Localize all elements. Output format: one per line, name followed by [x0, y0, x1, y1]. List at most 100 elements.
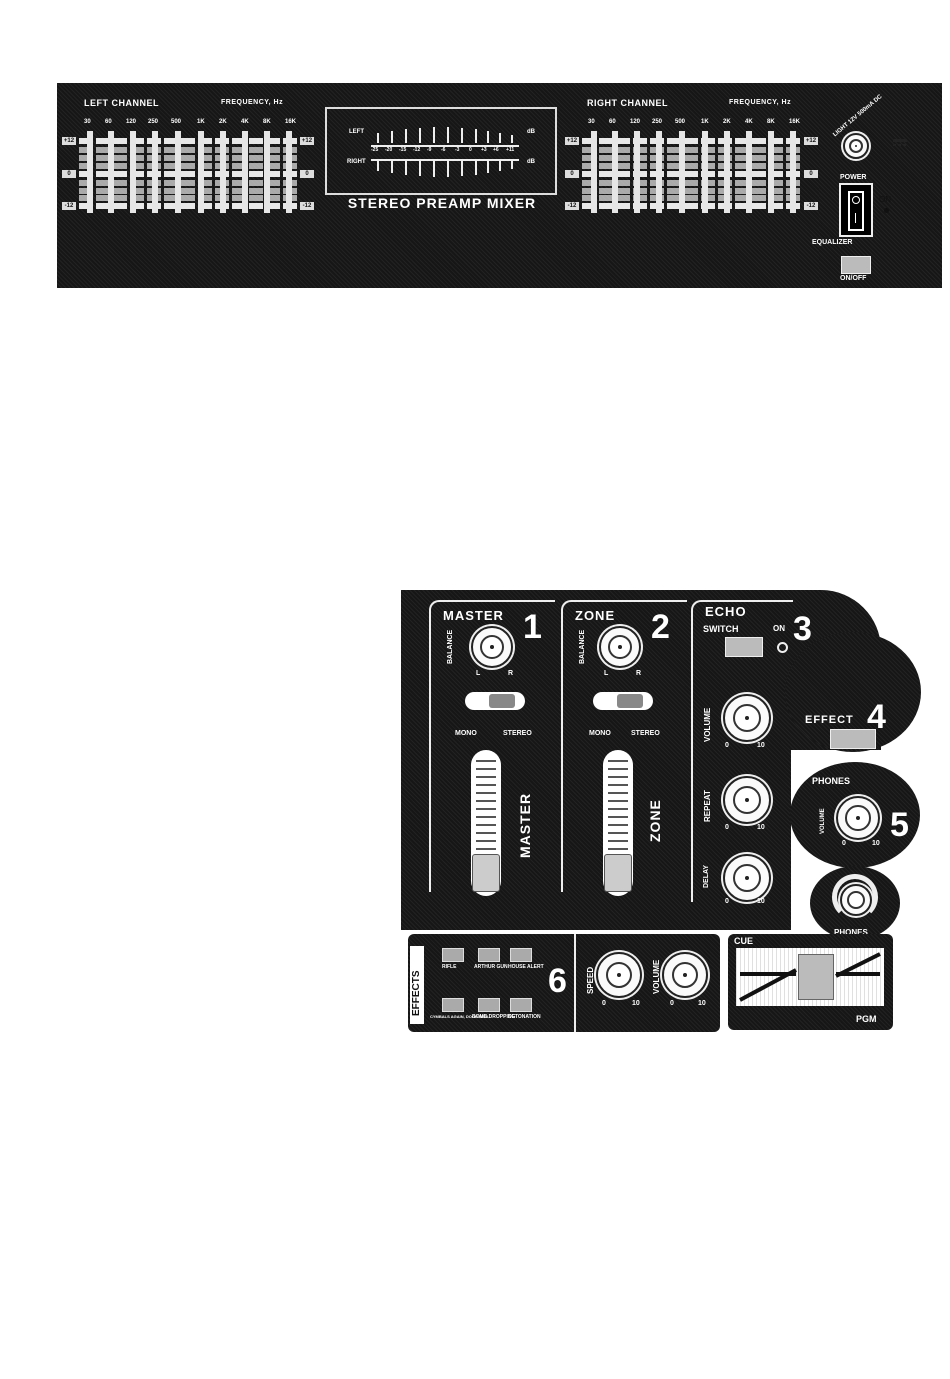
echo-section: ECHO 3 SWITCH ON VOLUME 0 10 REPEAT 0 10…: [691, 600, 812, 905]
effect-label: BOMB DROPPING: [472, 1014, 516, 1020]
eq-slider[interactable]: [634, 131, 640, 213]
effect-onoff-button[interactable]: [830, 729, 876, 749]
scale-zero: 0: [842, 840, 846, 847]
vu-right-label: RIGHT: [347, 159, 366, 165]
effect-label: DETONATION: [508, 1014, 541, 1020]
vu-tick: [487, 131, 489, 143]
vu-tick: [499, 133, 501, 143]
equalizer-panel: LEFT CHANNEL FREQUENCY, Hz 30 60 120 250…: [57, 83, 942, 288]
effects-volume-knob[interactable]: [662, 952, 708, 998]
master-mono-stereo-switch[interactable]: [465, 692, 525, 710]
vu-tick: [405, 161, 407, 175]
eq-slider[interactable]: [220, 131, 226, 213]
level-tag: +12: [62, 137, 76, 145]
effect-button-rifle[interactable]: [442, 948, 464, 962]
eq-slider[interactable]: [702, 131, 708, 213]
eq-gridline: [79, 180, 297, 186]
balance-label: BALANCE: [447, 629, 454, 664]
effect-button-detonation[interactable]: [510, 998, 532, 1012]
freq-tick: 1K: [197, 119, 205, 125]
vu-number: -9: [427, 147, 432, 153]
zone-fader-slot[interactable]: [603, 750, 633, 896]
power-on-label: ON: [879, 195, 891, 204]
freq-tick: 500: [171, 119, 182, 125]
equalizer-toggle[interactable]: [841, 256, 871, 274]
echo-switch[interactable]: [725, 637, 763, 657]
phones-jack[interactable]: [840, 884, 872, 916]
phones-jack-area: PHONES: [810, 866, 900, 940]
eq-slider[interactable]: [198, 131, 204, 213]
eq-slider[interactable]: [286, 131, 292, 213]
eq-slider[interactable]: [87, 131, 93, 213]
power-led-icon: [884, 208, 889, 213]
eq-slider[interactable]: [768, 131, 774, 213]
scale-ten: 10: [757, 824, 765, 831]
zone-balance-knob[interactable]: [599, 626, 641, 668]
echo-led-icon: [777, 642, 788, 653]
master-fader-handle[interactable]: [472, 854, 500, 892]
eq-slider[interactable]: [242, 131, 248, 213]
echo-volume-knob[interactable]: [723, 694, 771, 742]
echo-repeat-knob[interactable]: [723, 776, 771, 824]
section-number-1: 1: [523, 608, 542, 646]
section-number-6: 6: [548, 962, 567, 1000]
pgm-label: PGM: [856, 1014, 877, 1024]
eq-slider[interactable]: [656, 131, 662, 213]
eq-slider[interactable]: [152, 131, 158, 213]
vu-tick: [419, 128, 421, 143]
level-tag: +12: [300, 137, 314, 145]
scale-zero: 0: [602, 1000, 606, 1007]
zone-mono-stereo-switch[interactable]: [593, 692, 653, 710]
eq-slider[interactable]: [679, 131, 685, 213]
eq-slider[interactable]: [591, 131, 597, 213]
effect-button-cymbals[interactable]: [442, 998, 464, 1012]
equalizer-onoff-label: ON/OFF: [840, 275, 867, 282]
section-number-3: 3: [793, 610, 812, 648]
echo-delay-knob[interactable]: [723, 854, 771, 902]
effect-label: CYMBALS AGAIN, DOOR BELL: [430, 1014, 490, 1019]
freq-tick: 250: [652, 119, 663, 125]
vu-tick: [499, 161, 501, 171]
mono-label: MONO: [589, 730, 611, 737]
eq-gridline: [582, 180, 800, 186]
vu-number: -12: [413, 147, 421, 153]
power-switch[interactable]: [839, 183, 873, 237]
freq-tick: 500: [675, 119, 686, 125]
eq-slider[interactable]: [175, 131, 181, 213]
eq-slider[interactable]: [612, 131, 618, 213]
zone-fader-label: ZONE: [647, 799, 663, 842]
freq-tick: 4K: [241, 119, 249, 125]
eq-gridline: [582, 163, 800, 169]
crossfader-panel: CUE PGM: [728, 934, 893, 1030]
phones-volume-knob[interactable]: [836, 796, 880, 840]
eq-slider[interactable]: [108, 131, 114, 213]
zone-fader-handle[interactable]: [604, 854, 632, 892]
level-tag: -12: [300, 202, 314, 210]
crossfader-handle[interactable]: [798, 954, 834, 1000]
freq-tick: 30: [84, 119, 91, 125]
vu-number: -3: [455, 147, 460, 153]
eq-slider[interactable]: [746, 131, 752, 213]
vu-tick: [377, 133, 379, 143]
master-fader-slot[interactable]: [471, 750, 501, 896]
scale-zero: 0: [725, 742, 729, 749]
vu-tick: [391, 131, 393, 143]
dc-jack[interactable]: [843, 133, 869, 159]
eq-slider[interactable]: [790, 131, 796, 213]
dc-symbol-icon: [893, 139, 907, 142]
effect-button-arthur-gun[interactable]: [478, 948, 500, 962]
eq-gridline: [79, 188, 297, 194]
crossfader-track[interactable]: [736, 948, 884, 1006]
eq-slider[interactable]: [264, 131, 270, 213]
eq-gridline: [582, 171, 800, 177]
eq-slider[interactable]: [130, 131, 136, 213]
fader-scale: [608, 760, 628, 870]
eq-slider[interactable]: [724, 131, 730, 213]
freq-tick: 120: [630, 119, 641, 125]
level-tag: -12: [804, 202, 818, 210]
effect-button-bomb-dropping[interactable]: [478, 998, 500, 1012]
master-balance-knob[interactable]: [471, 626, 513, 668]
effects-speed-knob[interactable]: [596, 952, 642, 998]
effect-button-house-alert[interactable]: [510, 948, 532, 962]
echo-title: ECHO: [705, 604, 747, 619]
